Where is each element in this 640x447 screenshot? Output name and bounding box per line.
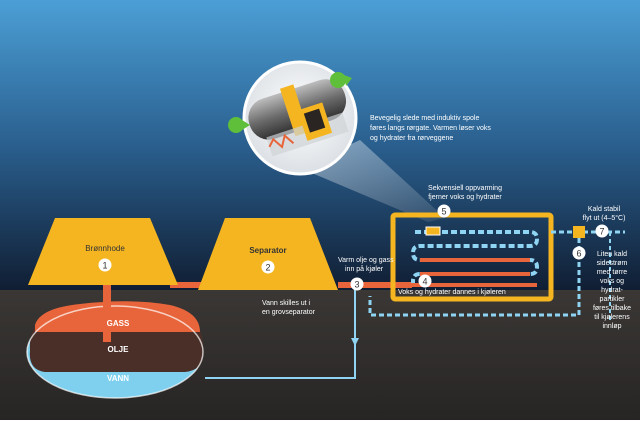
wax-forms-annotation: Voks og hydrater dannes i kjøleren: [398, 289, 506, 296]
marker-5: 5: [437, 204, 451, 218]
svg-text:sidestrøm: sidestrøm: [597, 260, 628, 267]
water-line: [205, 288, 356, 379]
wellhead-shape: [28, 218, 178, 285]
separator-shape: [198, 218, 338, 290]
svg-text:6: 6: [576, 249, 581, 259]
well-pipe: [103, 282, 111, 342]
marker-4: 4: [418, 274, 432, 288]
wellhead-label: Brønnhode: [85, 244, 125, 253]
marker-2: 2: [261, 260, 275, 274]
marker-7: 7: [595, 224, 609, 238]
svg-text:fjerner voks og hydrater: fjerner voks og hydrater: [428, 194, 502, 201]
slide-annotation: Bevegelig slede med induktiv spole føres…: [370, 115, 491, 142]
cold-outflow-annotation: Kald stabil flyt ut (4–5°C): [583, 206, 626, 222]
splitter-valve: [573, 226, 585, 238]
oil-label: OLJE: [108, 345, 130, 354]
svg-text:5: 5: [441, 207, 446, 217]
svg-text:4: 4: [422, 277, 427, 287]
pipe-to-separator: [170, 282, 210, 288]
water-label: VANN: [107, 374, 129, 383]
reservoir: [26, 301, 204, 399]
gear-arrow-icon: [228, 117, 244, 133]
svg-text:og hydrater fra rørveggene: og hydrater fra rørveggene: [370, 135, 453, 142]
marker-6: 6: [572, 246, 586, 260]
separator-label: Separator: [249, 246, 286, 255]
svg-text:til kjølerens: til kjølerens: [594, 314, 630, 321]
svg-text:3: 3: [354, 280, 359, 290]
warm-inflow-annotation: Varm olje og gass inn på kjøler: [338, 257, 394, 273]
svg-text:Varm olje og gass: Varm olje og gass: [338, 257, 394, 264]
svg-text:en grovseparator: en grovseparator: [262, 309, 316, 316]
svg-text:Sekvensiell oppvarming: Sekvensiell oppvarming: [428, 185, 502, 192]
svg-text:2: 2: [265, 263, 270, 273]
water-separation-annotation: Vann skilles ut i en grovseparator: [262, 300, 316, 316]
magnifier-inset: [228, 60, 358, 176]
svg-text:Vann skilles ut i: Vann skilles ut i: [262, 300, 311, 307]
svg-text:føres tilbake: føres tilbake: [593, 305, 631, 312]
bottom-margin: [0, 420, 640, 442]
water-flow-arrow: [351, 338, 359, 346]
heating-coil-icon: [268, 133, 295, 149]
svg-text:Kald stabil: Kald stabil: [588, 206, 621, 213]
svg-text:voks og: voks og: [600, 278, 624, 285]
svg-text:føres langs rørgate. Varmen lø: føres langs rørgate. Varmen løser voks: [370, 125, 491, 132]
svg-text:med tørre: med tørre: [597, 269, 627, 276]
gear-arrow-icon: [330, 72, 346, 88]
marker-1: 1: [98, 258, 112, 272]
svg-text:Bevegelig slede med induktiv s: Bevegelig slede med induktiv spole: [370, 115, 479, 122]
svg-text:partikler: partikler: [600, 296, 626, 303]
svg-text:hydrat-: hydrat-: [601, 287, 623, 294]
pipe-to-cooler: [338, 282, 412, 288]
svg-text:7: 7: [599, 227, 604, 237]
svg-text:innløp: innløp: [602, 323, 621, 330]
svg-text:1: 1: [102, 261, 107, 271]
svg-text:flyt ut (4–5°C): flyt ut (4–5°C): [583, 214, 626, 222]
gas-label: GASS: [107, 319, 130, 328]
svg-text:inn på kjøler: inn på kjøler: [345, 265, 384, 273]
sequential-heating-annotation: Sekvensiell oppvarming fjerner voks og h…: [428, 185, 502, 201]
side-stream-annotation: Liten kald sidestrøm med tørre voks og h…: [593, 251, 631, 330]
svg-text:Liten kald: Liten kald: [597, 251, 627, 258]
marker-3: 3: [350, 277, 364, 291]
